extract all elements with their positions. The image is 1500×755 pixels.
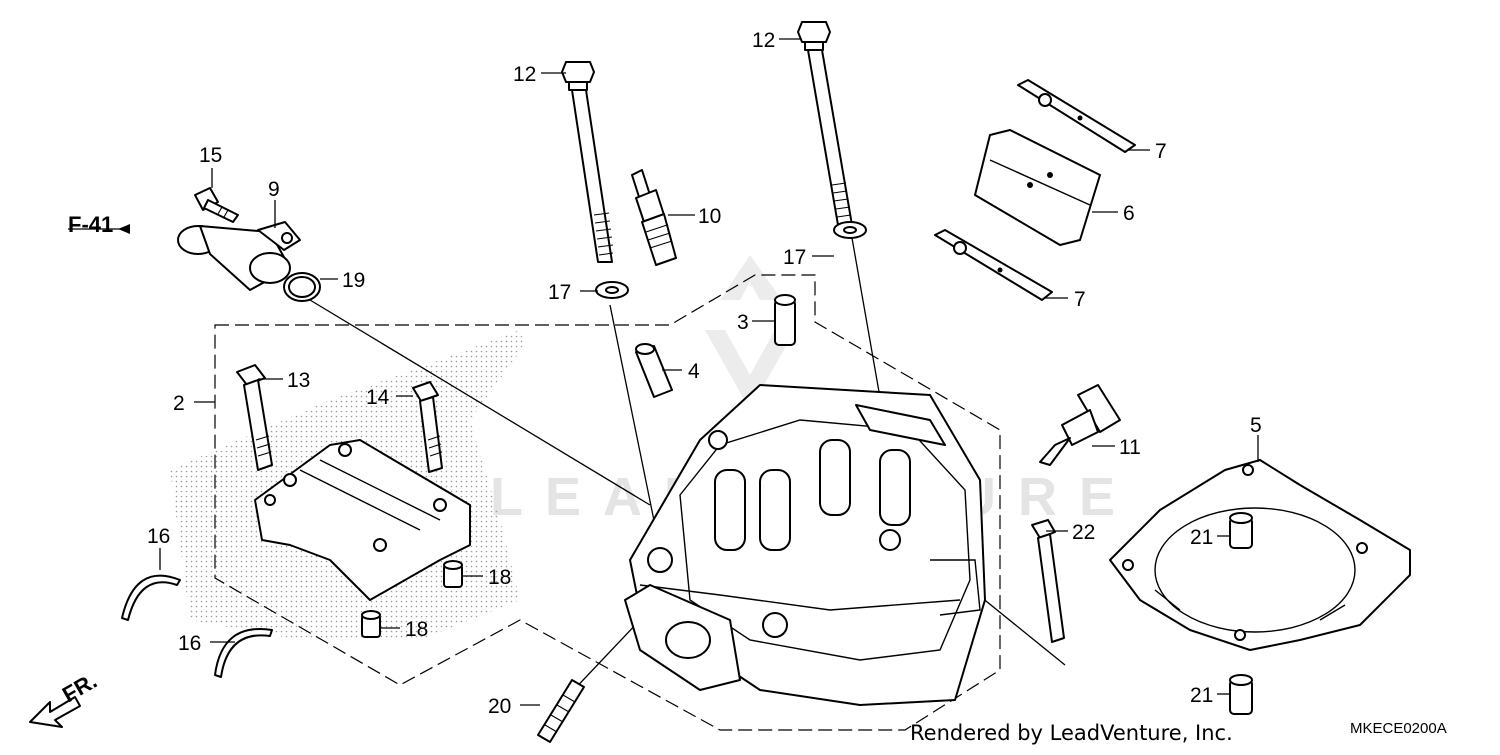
- callout-12-left: 12: [513, 63, 536, 86]
- valve-guide-3: [774, 294, 796, 346]
- reference-code: MKECE0200A: [1350, 720, 1447, 737]
- callout-16-upper: 16: [147, 525, 170, 548]
- bolt-14: [412, 381, 443, 473]
- shaft-7-lower: [934, 229, 1053, 301]
- water-outlet-9: [177, 221, 301, 291]
- callout-10: 10: [698, 205, 721, 228]
- callout-5: 5: [1250, 414, 1262, 437]
- gasket-5: [1109, 459, 1411, 651]
- dowel-pin-18a: [443, 560, 463, 588]
- washer-17-right: [833, 221, 867, 239]
- dowel-pin-21a: [1229, 512, 1253, 549]
- page-ref-link[interactable]: F-41: [68, 212, 113, 237]
- bolt-15: [194, 187, 239, 223]
- callout-18-upper: 18: [488, 566, 511, 589]
- callout-17-left: 17: [548, 281, 571, 304]
- washer-17-left: [595, 281, 629, 299]
- o-ring-19: [283, 272, 321, 302]
- leader-17a-head: [609, 304, 661, 551]
- stud-20: [537, 679, 585, 743]
- callout-17-right: 17: [783, 246, 806, 269]
- callout-19: 19: [342, 269, 365, 292]
- callout-leaders: [68, 38, 1259, 706]
- seal-16b: [214, 628, 273, 678]
- callout-3: 3: [737, 311, 749, 334]
- callout-9: 9: [268, 178, 280, 201]
- cylinder-head: [624, 384, 986, 706]
- shaft-7-upper: [1017, 79, 1136, 153]
- valve-guide-4: [635, 343, 673, 398]
- bolt-13: [236, 364, 273, 471]
- callout-18-lower: 18: [405, 618, 428, 641]
- callout-16-lower: 16: [178, 632, 201, 655]
- callout-20: 20: [488, 695, 511, 718]
- callout-4: 4: [688, 360, 700, 383]
- callout-15: 15: [199, 144, 222, 167]
- spark-plug-10: [631, 169, 677, 266]
- credit-text: Rendered by LeadVenture, Inc.: [910, 721, 1233, 745]
- rocker-holder-2: [254, 439, 471, 601]
- dowel-pin-18b: [361, 610, 381, 638]
- leader-19-head: [309, 299, 651, 506]
- stud-22: [1031, 519, 1065, 643]
- callout-2: 2: [173, 392, 185, 415]
- sensor-11: [1039, 384, 1121, 466]
- bolt-12-left: [561, 61, 614, 263]
- callout-12-right: 12: [752, 29, 775, 52]
- front-label: FR.: [58, 668, 101, 707]
- callout-6: 6: [1123, 202, 1135, 225]
- callout-13: 13: [287, 369, 310, 392]
- callout-7-upper: 7: [1155, 140, 1167, 163]
- cam-holder-6: [974, 129, 1101, 246]
- callout-7-lower: 7: [1074, 288, 1086, 311]
- callout-11: 11: [1119, 436, 1141, 459]
- callout-22: 22: [1072, 521, 1095, 544]
- front-arrow-icon: [29, 696, 81, 728]
- bolt-12-right: [797, 21, 853, 226]
- callout-14: 14: [366, 386, 390, 409]
- dowel-pin-21b: [1229, 674, 1253, 715]
- assembly-outline: [214, 274, 1001, 731]
- callout-21-upper: 21: [1190, 526, 1213, 549]
- seal-16a: [121, 574, 181, 621]
- callout-21-lower: 21: [1190, 684, 1213, 707]
